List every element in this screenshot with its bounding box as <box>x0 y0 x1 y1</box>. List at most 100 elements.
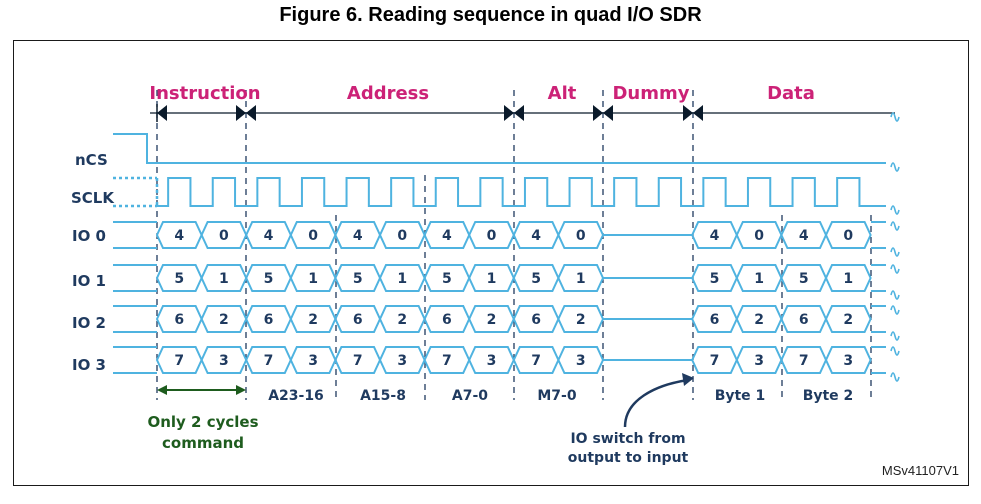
io1-nibble-10: 5 <box>710 271 720 287</box>
io1-nibble-5: 1 <box>397 271 407 287</box>
io3-nibble-2: 7 <box>264 353 274 369</box>
note-cycles-line2: command <box>162 434 244 452</box>
io3-nibble-9: 3 <box>576 353 586 369</box>
arrowhead-end-1 <box>504 105 514 121</box>
io2-nibble-12: 6 <box>799 312 809 328</box>
figure-reference: MSv41107V1 <box>882 463 959 478</box>
label-io3: IO 3 <box>72 356 106 374</box>
note-switch-line2: output to input <box>568 450 689 466</box>
io0-nibble-2: 4 <box>264 228 274 244</box>
arrowhead-start-3 <box>693 105 703 121</box>
io3-nibble-7: 3 <box>487 353 497 369</box>
io1-nibble-7: 1 <box>487 271 497 287</box>
io3-nibble-0: 7 <box>174 353 184 369</box>
break-mark-7 <box>890 305 900 315</box>
io3-cell-13 <box>824 346 872 374</box>
arrowhead-instruction-start <box>157 105 167 121</box>
label-io2: IO 2 <box>72 314 106 332</box>
byte-label-byte2: Byte 2 <box>803 388 854 404</box>
cycles-arrowhead-left <box>157 385 167 395</box>
io3-nibble-5: 3 <box>397 353 407 369</box>
phase-data: Data <box>767 83 815 104</box>
note-cycles-line1: Only 2 cycles <box>147 413 258 431</box>
io2-nibble-1: 2 <box>219 312 229 328</box>
arrowhead-end-0 <box>236 105 246 121</box>
byte-label-m7-0: M7-0 <box>537 388 576 404</box>
byte-label-a7-0: A7-0 <box>452 388 488 404</box>
io0-nibble-0: 4 <box>174 228 184 244</box>
io2-nibble-9: 2 <box>576 312 586 328</box>
io1-nibble-12: 5 <box>799 271 809 287</box>
arrowhead-end-3 <box>683 105 693 121</box>
io1-cell-13 <box>824 264 872 292</box>
phase-instruction: Instruction <box>149 83 260 104</box>
io3-nibble-8: 7 <box>531 353 541 369</box>
io2-nibble-0: 6 <box>174 312 184 328</box>
break-mark-1 <box>890 162 900 172</box>
io2-cell-13 <box>824 305 872 333</box>
break-mark-3 <box>890 221 900 231</box>
label-io1: IO 1 <box>72 272 106 290</box>
break-mark-2 <box>890 205 900 215</box>
io0-nibble-12: 4 <box>799 228 809 244</box>
io0-cell-13 <box>824 221 872 249</box>
label-ncs: nCS <box>75 151 108 169</box>
figure-frame <box>13 40 969 486</box>
phase-alt: Alt <box>548 83 577 104</box>
io3-nibble-6: 7 <box>442 353 452 369</box>
io1-nibble-0: 5 <box>174 271 184 287</box>
io2-nibble-4: 6 <box>353 312 363 328</box>
cycles-arrowhead-right <box>236 385 246 395</box>
io3-nibble-4: 7 <box>353 353 363 369</box>
io0-nibble-1: 0 <box>219 228 229 244</box>
byte-label-a23-16: A23-16 <box>268 388 324 404</box>
io2-nibble-13: 2 <box>843 312 853 328</box>
sclk-waveform <box>157 177 886 207</box>
break-mark-6 <box>890 290 900 300</box>
arrowhead-end-2 <box>593 105 603 121</box>
io1-nibble-1: 1 <box>219 271 229 287</box>
label-io0: IO 0 <box>72 227 106 245</box>
phase-dummy: Dummy <box>612 83 689 104</box>
io1-nibble-4: 5 <box>353 271 363 287</box>
io1-nibble-9: 1 <box>576 271 586 287</box>
io2-nibble-2: 6 <box>264 312 274 328</box>
io0-nibble-13: 0 <box>843 228 853 244</box>
io2-nibble-3: 2 <box>308 312 318 328</box>
io3-nibble-10: 7 <box>710 353 720 369</box>
io2-nibble-5: 2 <box>397 312 407 328</box>
io1-nibble-6: 5 <box>442 271 452 287</box>
io0-nibble-8: 4 <box>531 228 541 244</box>
arrowhead-start-1 <box>514 105 524 121</box>
io0-nibble-6: 4 <box>442 228 452 244</box>
io0-nibble-5: 0 <box>397 228 407 244</box>
io3-cell-9 <box>557 346 605 374</box>
note-switch-line1: IO switch from <box>570 431 685 447</box>
break-mark-9 <box>890 346 900 356</box>
io0-nibble-7: 0 <box>487 228 497 244</box>
ncs-waveform <box>113 133 886 164</box>
io0-nibble-11: 0 <box>754 228 764 244</box>
break-mark-0 <box>890 112 900 122</box>
io0-nibble-3: 0 <box>308 228 318 244</box>
io3-nibble-11: 3 <box>754 353 764 369</box>
switch-arrowhead <box>682 373 694 386</box>
io2-nibble-6: 6 <box>442 312 452 328</box>
io2-nibble-11: 2 <box>754 312 764 328</box>
io3-nibble-12: 7 <box>799 353 809 369</box>
io3-nibble-1: 3 <box>219 353 229 369</box>
io1-nibble-2: 5 <box>264 271 274 287</box>
byte-label-byte1: Byte 1 <box>715 388 766 404</box>
figure-title: Figure 6. Reading sequence in quad I/O S… <box>279 4 702 26</box>
arrowhead-start-0 <box>246 105 256 121</box>
break-mark-4 <box>890 247 900 257</box>
io1-nibble-11: 1 <box>754 271 764 287</box>
break-mark-5 <box>890 264 900 274</box>
io3-nibble-13: 3 <box>843 353 853 369</box>
arrowhead-start-2 <box>603 105 613 121</box>
io0-nibble-9: 0 <box>576 228 586 244</box>
label-sclk: SCLK <box>71 189 115 207</box>
io1-nibble-3: 1 <box>308 271 318 287</box>
io1-cell-9 <box>557 264 605 292</box>
